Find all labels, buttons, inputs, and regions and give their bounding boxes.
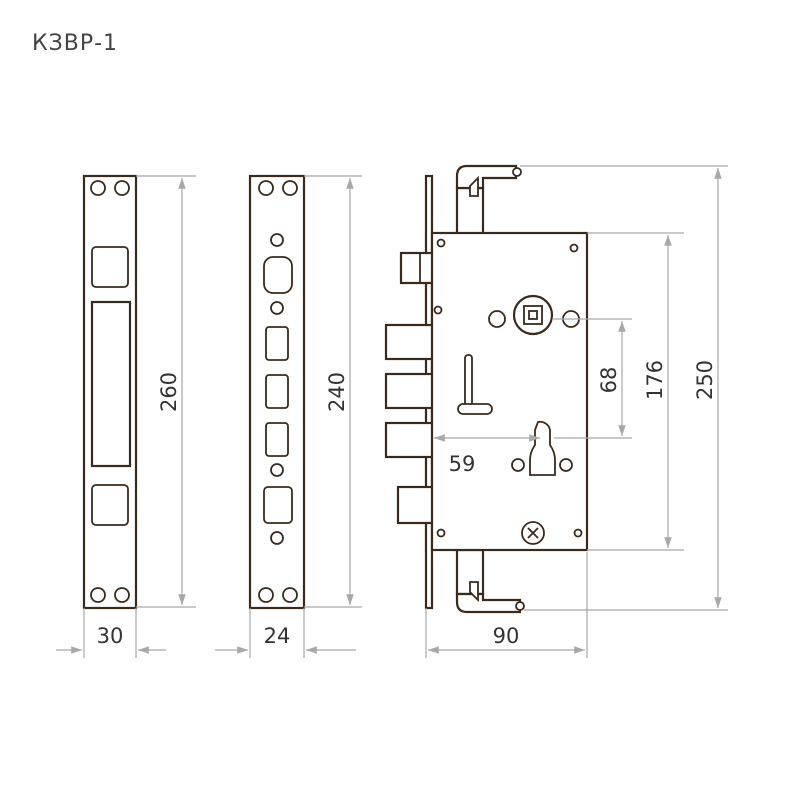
spindle-cylinder-label: 68 [597, 367, 621, 394]
strike-plate [248, 174, 306, 610]
strike-width-label: 24 [264, 624, 291, 648]
strike-height-label: 240 [325, 372, 349, 412]
backset-label: 59 [449, 452, 476, 476]
depth-label: 90 [493, 624, 520, 648]
faceplate-height-label: 260 [157, 372, 181, 412]
lock-dimensions [425, 165, 728, 658]
drawing-title: КЗВР-1 [32, 31, 118, 56]
strike-dimensions [215, 175, 362, 658]
total-height-label: 250 [693, 360, 717, 400]
faceplate-width-label: 30 [97, 624, 124, 648]
body-height-label: 176 [643, 360, 667, 400]
faceplate [82, 174, 138, 610]
lock-body [384, 164, 589, 614]
faceplate-dimensions [56, 175, 196, 658]
